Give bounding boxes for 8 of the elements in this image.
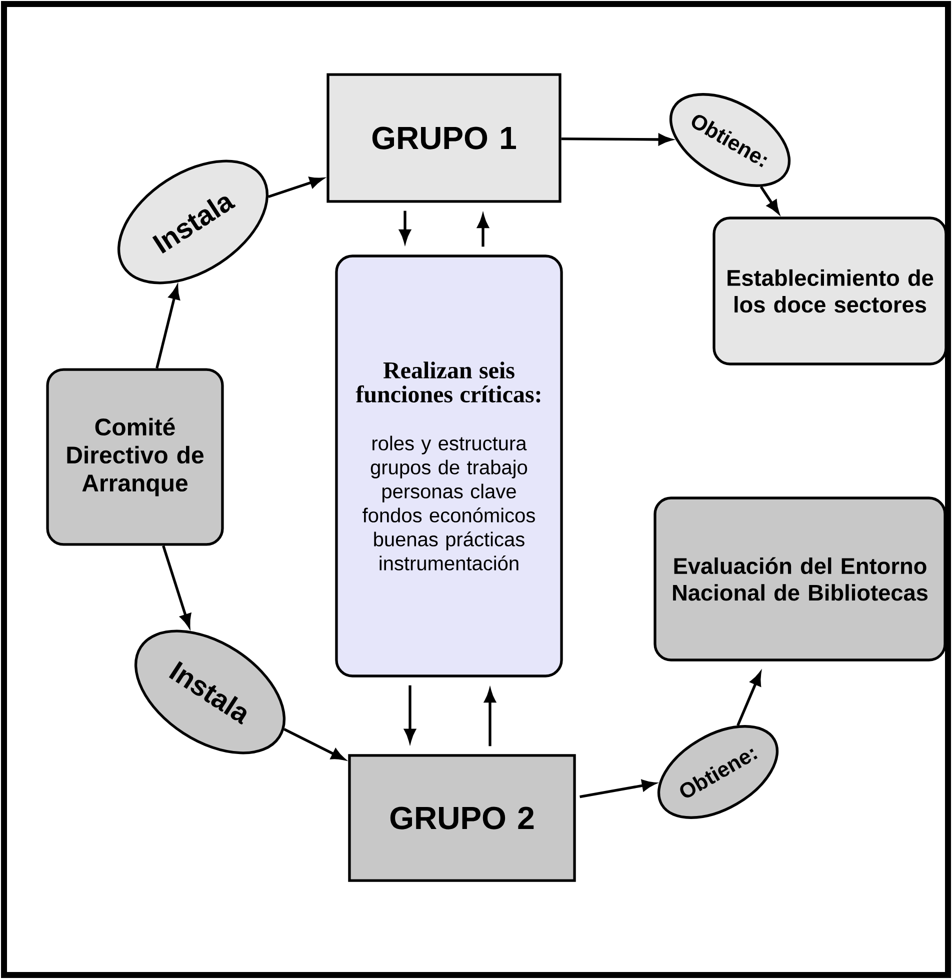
arrow [760,186,780,214]
group-box: GRUPO 2 [348,754,576,882]
functions-box: Realizan seis funciones críticas: roles y estructura grupos de trabajo personas clave fondos económicos buenas prácticas instrumentación [335,254,563,678]
arrow [284,728,345,760]
process-box: Comité Directivo de Arranque [46,368,224,546]
result-box: Evaluación del Entorno Nacional de Bibliotecas [654,496,946,662]
group-box: GRUPO 1 [326,73,562,203]
result-box: Establecimiento de los doce sectores [712,216,948,366]
